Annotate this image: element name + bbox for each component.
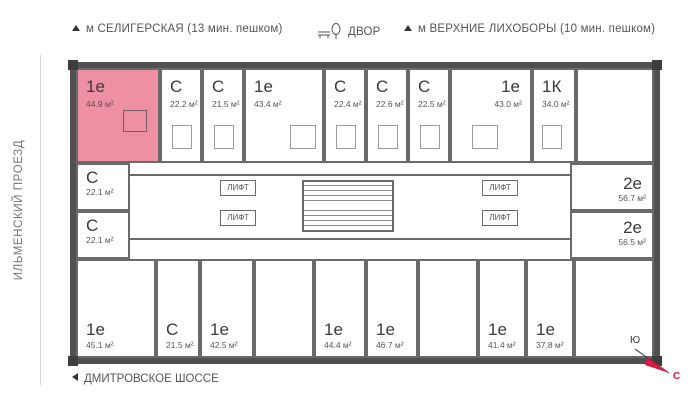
apartment-unit[interactable]: С 21.5 м²: [202, 68, 244, 163]
column: [68, 356, 78, 366]
lift: ЛИФТ: [220, 180, 256, 196]
apartment-unit[interactable]: 1е 41.4 м²: [478, 259, 526, 358]
service-block: [576, 68, 654, 163]
apartment-unit[interactable]: С 22.6 м²: [366, 68, 408, 163]
direction-arrow-icon: [72, 373, 78, 381]
apartment-unit[interactable]: 1е 43.0 м²: [450, 68, 532, 163]
apartment-unit[interactable]: С 21.5 м²: [156, 259, 200, 358]
direction-arrow-icon: [72, 25, 80, 31]
courtyard-label: ДВОР: [316, 23, 381, 42]
apartment-unit[interactable]: С 22.1 м²: [76, 163, 130, 211]
column: [68, 60, 78, 70]
top-directions: м СЕЛИГЕРСКАЯ (13 мин. пешком) ДВОР м ВЕ…: [0, 20, 700, 42]
column: [652, 60, 662, 70]
apartment-unit[interactable]: 1е 37.8 м²: [526, 259, 574, 358]
compass: Ю С: [625, 335, 685, 390]
street-line: [40, 55, 41, 385]
apartment-unit[interactable]: 1е 44.9 м²: [76, 68, 160, 163]
apartment-unit[interactable]: С 22.5 м²: [408, 68, 450, 163]
direction-arrow-icon: [404, 25, 412, 31]
apartment-unit[interactable]: 1е 45.1 м²: [76, 259, 156, 358]
apartment-unit[interactable]: С 22.2 м²: [160, 68, 202, 163]
compass-arrow-icon: [634, 348, 670, 374]
apartment-unit[interactable]: 1е 43.4 м²: [244, 68, 324, 163]
apartment-unit[interactable]: 1е 46.7 м²: [366, 259, 418, 358]
column: [652, 356, 662, 366]
service-block: [254, 259, 314, 358]
metro-verkhnie-likhobory: м ВЕРХНИЕ ЛИХОБОРЫ (10 мин. пешком): [404, 23, 655, 35]
apartment-unit[interactable]: 1е 44.4 м²: [314, 259, 366, 358]
lift: ЛИФТ: [220, 210, 256, 226]
apartment-unit[interactable]: 2е 56.5 м²: [570, 211, 654, 259]
street-label-bottom: ДМИТРОВСКОЕ ШОССЕ: [72, 373, 219, 385]
street-label-left: ИЛЬМЕНСКИЙ ПРОЕЗД: [13, 139, 25, 281]
staircase: [302, 180, 394, 232]
service-block: [574, 259, 654, 358]
lift: ЛИФТ: [482, 180, 518, 196]
apartment-unit[interactable]: 1К 34.0 м²: [532, 68, 576, 163]
metro-seligerskaya: м СЕЛИГЕРСКАЯ (13 мин. пешком): [72, 23, 283, 35]
apartment-unit[interactable]: С 22.4 м²: [324, 68, 366, 163]
lift: ЛИФТ: [482, 210, 518, 226]
service-block: [418, 259, 478, 358]
tree-bench-icon: [316, 23, 342, 42]
floor-plan: 1е 44.9 м² С 22.2 м² С 21.5 м² 1е 43.4 м…: [68, 60, 662, 366]
apartment-unit[interactable]: 2е 56.7 м²: [570, 163, 654, 211]
apartment-unit[interactable]: С 22.1 м²: [76, 211, 130, 259]
apartment-unit[interactable]: 1е 42.5 м²: [200, 259, 254, 358]
